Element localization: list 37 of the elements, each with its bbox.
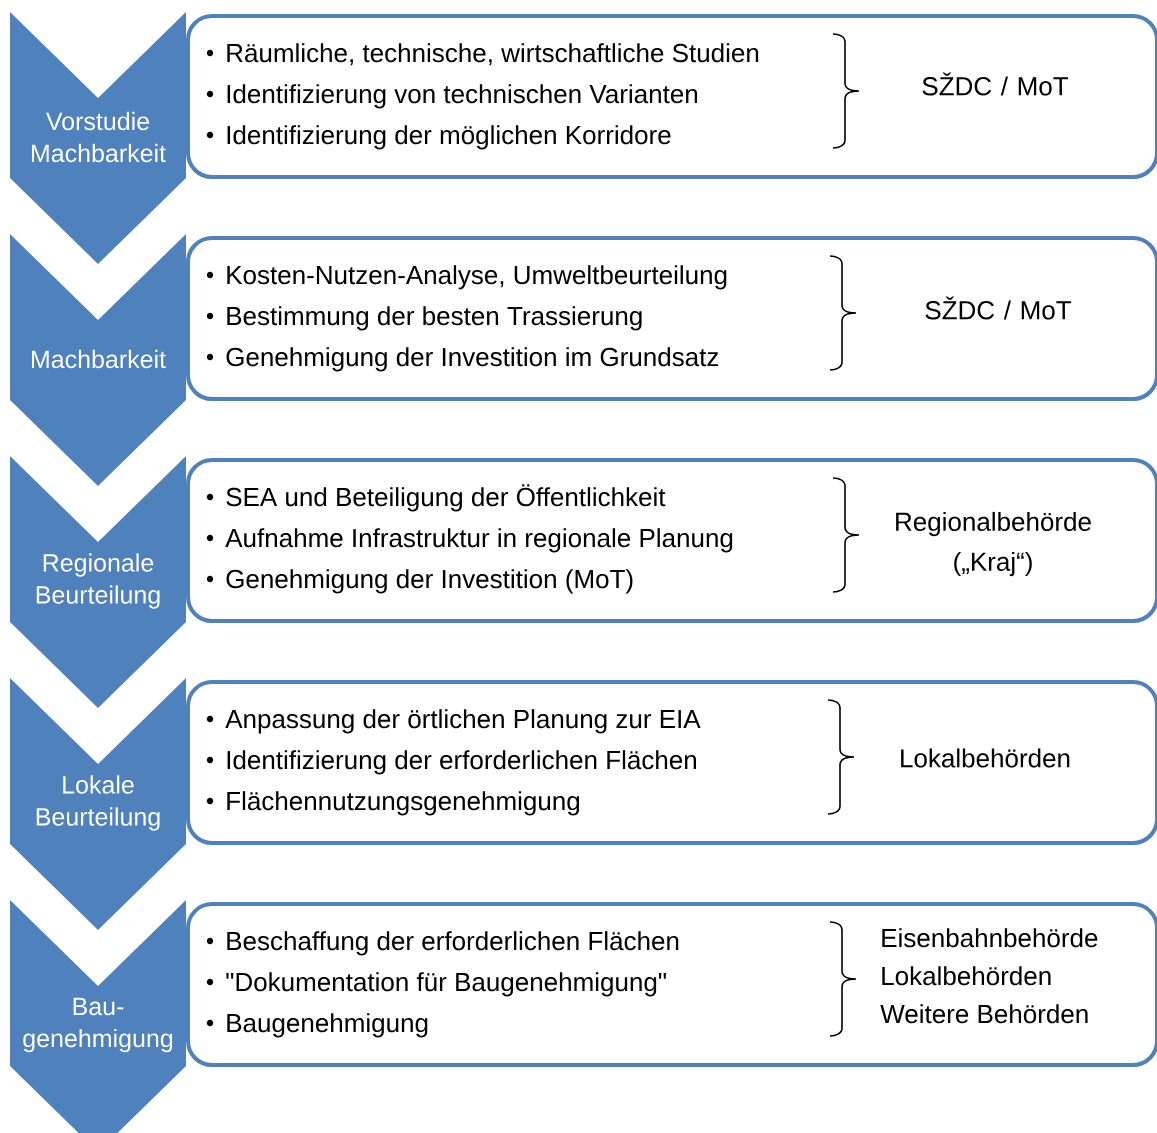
authority-label: SŽDC / MoT xyxy=(925,296,1072,320)
list-item: "Dokumentation für Baugenehmigung" xyxy=(226,972,666,997)
list-item: Räumliche, technische, wirtschaftliche Studien xyxy=(227,43,759,66)
list-item: Flächennutzungsgenehmigung xyxy=(227,791,580,816)
list-item: Baugenehmigung xyxy=(227,1013,428,1038)
stage-banner: Machbarkeit xyxy=(10,234,186,486)
authority-label: Lokalbehörden xyxy=(882,966,1051,986)
list-item: Kosten-Nutzen-Analyse, Umweltbeurteilung xyxy=(227,265,727,290)
list-item: Identifizierung der möglichen Korridore xyxy=(227,125,671,150)
authority-label: Regionalbehörde („Kraj“) xyxy=(896,511,1091,577)
process-box xyxy=(186,14,1157,179)
list-item: SEA und Beteiligung der Öffentlichkeit xyxy=(226,484,666,512)
stage-banner: Regionale Beurteilung xyxy=(10,456,186,708)
node-label: Bau- genehmigung xyxy=(23,997,173,1053)
node-label: Machbarkeit xyxy=(31,349,166,369)
process-box xyxy=(186,458,1157,623)
node-label: Vorstudie Machbarkeit xyxy=(31,111,166,163)
authority-label: Eisenbahnbehörde xyxy=(882,928,1098,948)
process-box xyxy=(186,236,1157,401)
stage-banner: Vorstudie Machbarkeit xyxy=(10,12,186,264)
stage-banner: Bau- genehmigung xyxy=(10,900,186,1133)
authority-label: SŽDC / MoT xyxy=(922,72,1069,96)
node-label: Regionale Beurteilung xyxy=(36,553,160,609)
list-item: Aufnahme Infrastruktur in regionale Planung xyxy=(225,528,733,553)
list-item: Genehmigung der Investition im Grundsatz xyxy=(226,347,719,372)
list-item: Bestimmung der besten Trassierung xyxy=(227,306,642,331)
authority-label: Weitere Behörden xyxy=(880,1004,1088,1024)
list-item: Beschaffung der erforderlichen Flächen xyxy=(227,931,679,956)
process-box xyxy=(186,902,1157,1067)
list-item: Identifizierung von technischen Varianten xyxy=(227,84,698,109)
list-item: Identifizierung der erforderlichen Flächen xyxy=(227,750,696,775)
node-label: Lokale Beurteilung xyxy=(36,775,160,831)
stage-banner: Lokale Beurteilung xyxy=(10,678,186,930)
process-box xyxy=(186,680,1157,845)
list-item: Anpassung der örtlichen Planung zur EIA xyxy=(225,709,701,734)
authority-label: Lokalbehörden xyxy=(901,748,1070,768)
list-item: Genehmigung der Investition (MoT) xyxy=(226,569,633,594)
